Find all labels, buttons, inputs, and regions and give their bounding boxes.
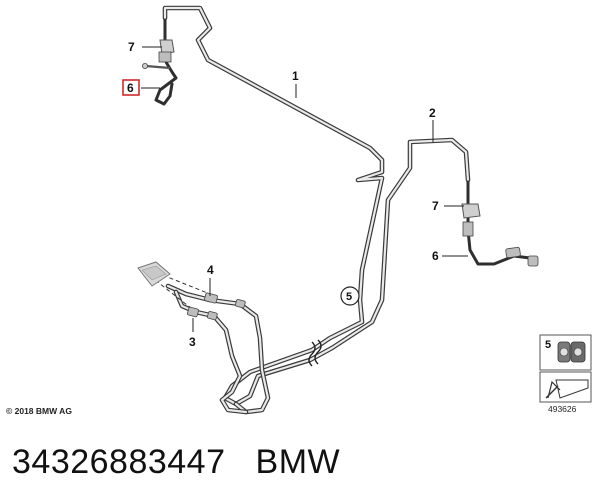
hose-assembly-left xyxy=(141,18,178,106)
callout-5-circle xyxy=(340,286,360,306)
copyright-text: © 2018 BMW AG xyxy=(6,406,72,416)
callout-5: 5 xyxy=(346,291,352,303)
highlight-box xyxy=(122,79,140,96)
footer-caption: 34326883447 BMW xyxy=(12,443,340,482)
part-number: 34326883447 xyxy=(12,443,226,481)
brake-line-lower xyxy=(137,261,271,415)
legend-callout-5: 5 xyxy=(545,339,551,351)
callout-2: 2 xyxy=(429,106,436,120)
callout-6-right: 6 xyxy=(432,249,439,263)
parts-diagram: 1 2 3 4 7 7 6 6 5 5 xyxy=(122,5,592,415)
callout-7-left: 7 xyxy=(128,40,135,54)
brand-name: BMW xyxy=(255,443,341,481)
callout-4: 4 xyxy=(207,263,214,277)
callout-1: 1 xyxy=(292,69,299,83)
legend-arrow xyxy=(539,371,592,403)
leader-lines xyxy=(141,46,468,332)
callout-6-left: 6 xyxy=(127,81,134,95)
brake-line-1 xyxy=(162,5,471,407)
document-number: 493626 xyxy=(548,404,577,414)
hose-assembly-right xyxy=(461,180,539,267)
callout-7-right: 7 xyxy=(432,199,439,213)
legend-clip: 5 xyxy=(539,334,592,371)
callout-3: 3 xyxy=(189,335,196,349)
